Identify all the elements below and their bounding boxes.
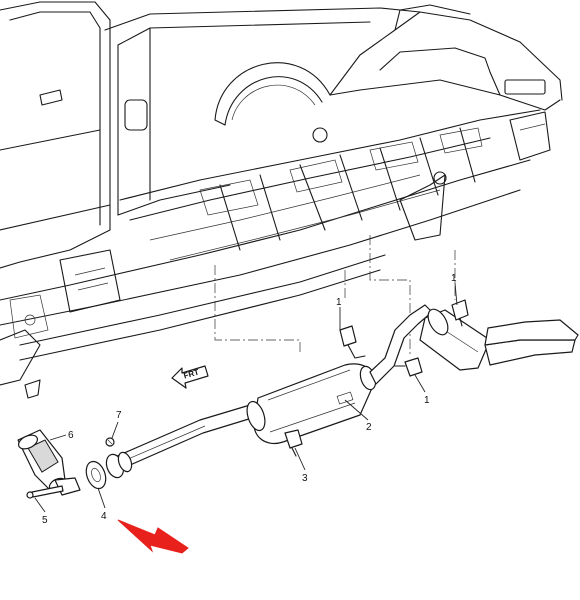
callout-1-mid-right: 1 — [424, 395, 430, 406]
callout-2-muffler: 2 — [366, 422, 372, 433]
callout-4-gasket: 4 — [101, 511, 107, 522]
leader-lines — [214, 235, 456, 355]
gasket — [85, 460, 107, 490]
exhaust-hanger — [284, 299, 469, 457]
resonator — [419, 308, 491, 371]
frame-floor — [0, 109, 551, 399]
bolt-nut — [105, 437, 115, 447]
vehicle-cab — [0, 1, 421, 269]
callout-1-left: 1 — [336, 297, 342, 308]
callouts: 1 1 1 2 3 4 5 6 7 — [34, 273, 458, 526]
muffler — [246, 363, 377, 444]
red-pointer-arrow-icon — [117, 519, 189, 554]
callout-5-bolt: 5 — [42, 515, 48, 526]
front-arrow-icon: FRT — [171, 365, 209, 389]
exhaust-system — [17, 299, 579, 499]
wheel-well — [214, 62, 361, 126]
callout-6-converter: 6 — [68, 430, 74, 441]
callout-3-hanger: 3 — [302, 473, 308, 484]
flange-bolt — [26, 485, 64, 499]
callout-7-nut: 7 — [116, 410, 122, 421]
rear-body — [329, 4, 563, 111]
callout-1-upper-right: 1 — [451, 273, 457, 284]
front-indicator-label: FRT — [183, 368, 201, 381]
